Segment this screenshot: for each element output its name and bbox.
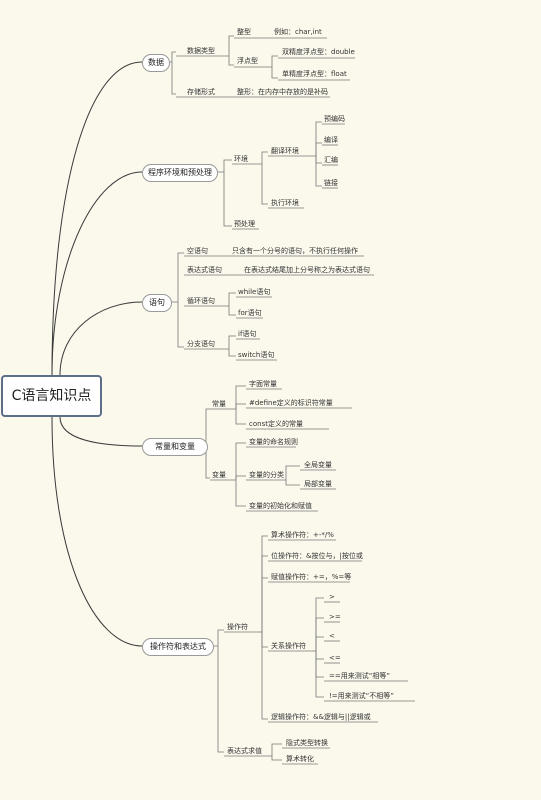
- node-storage-desc[interactable]: 整形：在内存中存放的是补码: [237, 88, 328, 96]
- node-compile[interactable]: 编译: [324, 136, 338, 144]
- node-const[interactable]: 常量: [212, 400, 226, 408]
- node-switch[interactable]: switch语句: [238, 351, 275, 359]
- node-rel-op[interactable]: 关系操作符: [271, 642, 306, 650]
- node-link[interactable]: 链接: [324, 179, 338, 187]
- node-empty-desc[interactable]: 只含有一个分号的语句，不执行任何操作: [232, 247, 358, 255]
- node-implicit-conv[interactable]: 隐式类型转换: [286, 739, 328, 747]
- node-le[interactable]: <=: [329, 654, 341, 662]
- node-int-example[interactable]: 例如：char,int: [274, 28, 322, 36]
- node-while[interactable]: while语句: [238, 288, 271, 296]
- node-init[interactable]: 变量的初始化和赋值: [249, 502, 312, 510]
- node-ge[interactable]: >=: [329, 613, 341, 621]
- node-float[interactable]: 浮点型: [237, 57, 258, 65]
- node-define[interactable]: #define定义的标识符常量: [249, 399, 333, 407]
- node-assign-op[interactable]: 赋值操作符：+=，%=等: [271, 573, 352, 581]
- node-assemble[interactable]: 汇编: [324, 156, 338, 164]
- node-eval[interactable]: 表达式求值: [227, 747, 262, 755]
- node-local[interactable]: 局部变量: [304, 480, 332, 488]
- branch-const-var[interactable]: 常量和变量: [142, 438, 208, 456]
- node-branch[interactable]: 分支语句: [187, 340, 215, 348]
- node-arith-op[interactable]: 算术操作符：+-*/%: [271, 531, 334, 539]
- branch-env[interactable]: 程序环境和预处理: [142, 164, 218, 182]
- node-precompile[interactable]: 预编码: [324, 115, 345, 123]
- node-data-types[interactable]: 数据类型: [187, 47, 215, 55]
- node-logic-op[interactable]: 逻辑操作符：&&逻辑与||逻辑或: [271, 713, 371, 721]
- node-for[interactable]: for语句: [238, 309, 262, 317]
- node-run-env[interactable]: 执行环境: [271, 199, 299, 207]
- node-empty-stmt[interactable]: 空语句: [187, 247, 208, 255]
- node-expr-desc[interactable]: 在表达式结尾加上分号称之为表达式语句: [244, 266, 370, 274]
- node-var-class[interactable]: 变量的分类: [249, 471, 284, 479]
- branch-data[interactable]: 数据: [142, 54, 170, 72]
- node-naming[interactable]: 变量的命名规则: [249, 438, 298, 446]
- node-var[interactable]: 变量: [212, 471, 226, 479]
- node-single[interactable]: 单精度浮点型：float: [282, 70, 347, 78]
- node-loop[interactable]: 循环语句: [187, 297, 215, 305]
- node-double[interactable]: 双精度浮点型：double: [282, 48, 355, 56]
- root-node[interactable]: C语言知识点: [1, 375, 102, 417]
- node-if[interactable]: if语句: [238, 330, 257, 338]
- node-literal[interactable]: 字面常量: [249, 380, 277, 388]
- node-preprocess[interactable]: 预处理: [234, 220, 255, 228]
- node-global[interactable]: 全局变量: [304, 461, 332, 469]
- node-const-kw[interactable]: const定义的常量: [249, 420, 303, 428]
- node-int[interactable]: 整型: [237, 28, 251, 36]
- node-storage[interactable]: 存储形式: [187, 88, 215, 96]
- node-ne[interactable]: !=用来测试“不相等”: [329, 692, 394, 700]
- node-env[interactable]: 环境: [234, 155, 248, 163]
- node-lt[interactable]: <: [329, 632, 335, 640]
- node-arith-conv[interactable]: 算术转化: [286, 755, 314, 763]
- node-expr-stmt[interactable]: 表达式语句: [187, 266, 222, 274]
- node-gt[interactable]: >: [329, 593, 335, 601]
- branch-statement[interactable]: 语句: [142, 294, 172, 312]
- node-translate[interactable]: 翻译环境: [271, 147, 299, 155]
- node-eq[interactable]: ==用来测试“相等”: [329, 672, 390, 680]
- node-bit-op[interactable]: 位操作符：&按位与，|按位或: [271, 552, 363, 560]
- branch-operators[interactable]: 操作符和表达式: [142, 638, 214, 656]
- node-operators[interactable]: 操作符: [227, 623, 248, 631]
